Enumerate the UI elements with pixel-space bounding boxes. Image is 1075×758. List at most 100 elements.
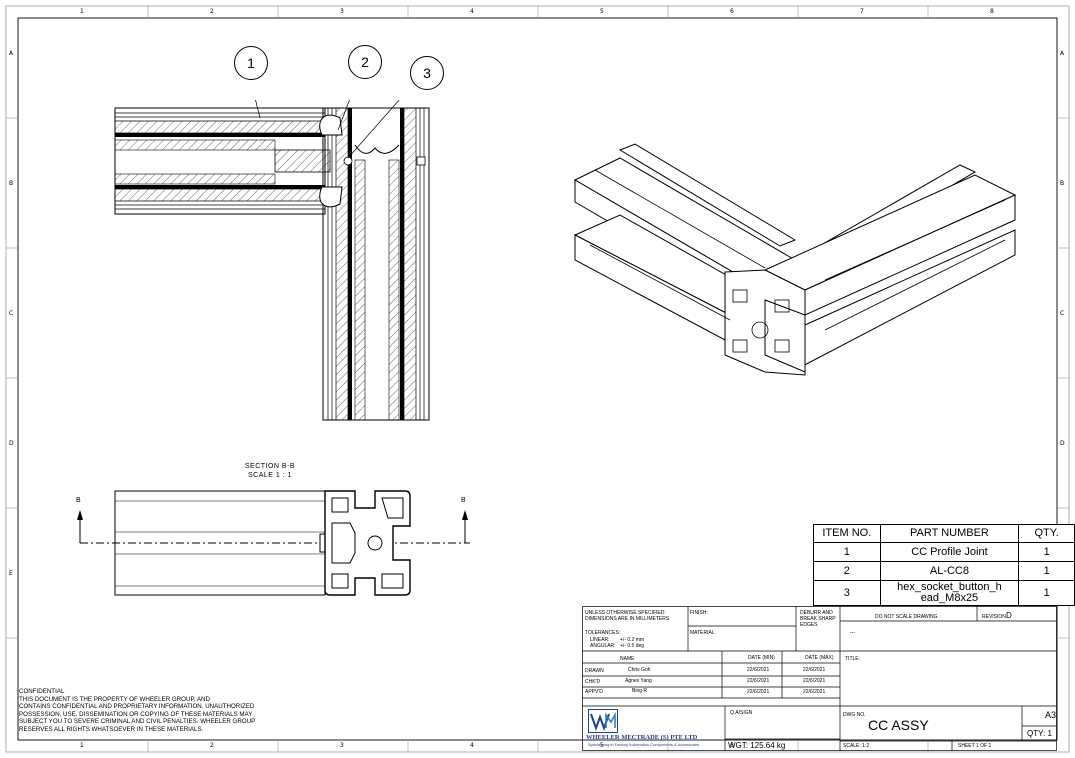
section-bb-view xyxy=(77,490,470,596)
confidential-line: SUBJECT YOU TO SEVERE CRIMINAL AND CIVIL… xyxy=(19,718,256,725)
signoff-date-max: 22/6/2021 xyxy=(803,678,826,684)
confidential-note: CONFIDENTIAL THIS DOCUMENT IS THE PROPER… xyxy=(19,688,289,733)
bom-part-number: AL-CC8 xyxy=(879,561,1020,581)
bill-of-materials: ITEM NO. PART NUMBER QTY. 1 CC Profile J… xyxy=(813,524,1075,606)
section-marker-right: B xyxy=(461,497,466,504)
bom-qty: 1 xyxy=(1018,580,1075,606)
signoff-name: Chris Goh xyxy=(628,667,651,673)
angular-value: +/- 0.5 deg xyxy=(620,643,645,649)
bom-header-part: PART NUMBER xyxy=(879,524,1020,543)
signoff-name: Agnes Yang xyxy=(625,678,652,684)
dwg-no-label: DWG NO. xyxy=(843,712,866,718)
signoff-date-max: 22/6/2021 xyxy=(803,667,826,673)
deburr-label: DEBURR AND BREAK SHARP EDGES xyxy=(800,610,836,628)
confidential-line: RESERVES ALL RIGHTS WHATSOEVER IN THESE … xyxy=(19,725,204,733)
revision-label: REVISION xyxy=(982,614,1006,620)
signoff-name: Bing R xyxy=(632,688,648,694)
date-min-header: DATE (MIN) xyxy=(748,655,775,661)
zone-label-bottom: 6 xyxy=(730,742,734,749)
section-view-title: SECTION B-B SCALE 1 : 1 xyxy=(225,462,315,480)
title-block-frame xyxy=(582,606,1057,751)
bom-part-number: CC Profile Joint xyxy=(879,542,1020,562)
bom-item-no: 3 xyxy=(813,580,881,606)
zone-label-top: 1 xyxy=(80,8,84,15)
zone-label-side: A xyxy=(1060,50,1065,57)
bom-item-no: 1 xyxy=(813,542,881,562)
zone-label-side: B xyxy=(9,180,14,187)
table-row: 1 CC Profile Joint 1 xyxy=(813,542,1075,562)
zone-label-top: 4 xyxy=(470,8,474,15)
signoff-role: CHK'D xyxy=(585,679,601,685)
zone-label-bottom: 4 xyxy=(470,742,474,749)
section-marker-left: B xyxy=(76,497,81,504)
date-max-header: DATE (MAX) xyxy=(805,655,834,661)
linear-value: +/- 0.2 mm xyxy=(620,637,645,643)
zone-label-bottom: 2 xyxy=(210,742,214,749)
zone-label-side: B xyxy=(1060,180,1065,187)
zone-label-top: 2 xyxy=(210,8,214,15)
weight-label: WGT: 125.64 kg xyxy=(728,741,786,750)
confidential-line: CONTAINS CONFIDENTIAL AND PROPRIETARY IN… xyxy=(19,703,255,710)
material-label: MATERIAL xyxy=(690,630,715,636)
sheet-size: A3 xyxy=(1045,710,1057,720)
zone-label-side: E xyxy=(9,570,13,577)
zone-label-side: D xyxy=(1060,440,1065,447)
table-row: 2 AL-CC8 1 xyxy=(813,561,1075,581)
bom-qty: 1 xyxy=(1018,561,1075,581)
corner-plan-view xyxy=(114,100,430,421)
linear-label: LINEAR: xyxy=(590,637,610,643)
company-name: WHEELER MECTRADE (S) PTE LTD xyxy=(586,734,698,741)
zone-label-top: 7 xyxy=(860,8,864,15)
signoff-date-min: 22/6/2021 xyxy=(747,667,770,673)
table-row: 3 hex_socket_button_h ead_M8x25 1 xyxy=(813,580,1075,606)
zone-label-bottom: 3 xyxy=(340,742,344,749)
zone-label-side: A xyxy=(9,50,14,57)
section-scale: SCALE 1 : 1 xyxy=(247,472,293,479)
scale-label: SCALE: 1:2 xyxy=(843,743,870,749)
confidential-line: THIS DOCUMENT IS THE PROPERTY OF WHEELER… xyxy=(19,695,210,703)
qa-sign-label: Q.A/SIGN xyxy=(730,710,753,716)
zone-label-top: 8 xyxy=(990,8,994,15)
dims-note: UNLESS OTHERWISE SPECIFIED: DIMENSIONS A… xyxy=(585,610,670,622)
zone-label-side: C xyxy=(1060,310,1065,317)
zone-label-side: D xyxy=(9,440,14,447)
bom-part-number: hex_socket_button_h ead_M8x25 xyxy=(879,580,1020,606)
balloon-item-2: 2 xyxy=(348,45,382,79)
zone-label-bottom: 1 xyxy=(80,742,84,749)
confidential-line: POSSESSION, USE, DISSEMINATION OR COPYIN… xyxy=(19,710,253,718)
bom-item-no: 2 xyxy=(813,561,881,581)
signoff-date-min: 22/6/2021 xyxy=(747,689,770,695)
balloon-item-3: 3 xyxy=(410,56,444,90)
deburr-value: --- xyxy=(850,630,855,636)
signoff-role: APPV'D xyxy=(585,689,603,695)
name-header: NAME xyxy=(620,656,635,662)
confidential-heading: CONFIDENTIAL xyxy=(19,688,65,695)
zone-label-top: 5 xyxy=(600,8,604,15)
bom-header-qty: QTY. xyxy=(1018,524,1075,543)
revision-value: D xyxy=(1006,611,1012,620)
sheet-number-label: SHEET 1 OF 1 xyxy=(958,743,992,749)
title-label: TITLE: xyxy=(845,656,861,662)
finish-label: FINISH: xyxy=(690,610,708,616)
bom-header-row: ITEM NO. PART NUMBER QTY. xyxy=(813,524,1075,543)
drawing-title: CC ASSY xyxy=(868,717,929,733)
company-tagline: Specializing in Factory Automation Compo… xyxy=(588,742,700,747)
section-label: SECTION B-B xyxy=(244,463,296,470)
angular-label: ANGULAR: xyxy=(590,643,616,649)
signoff-role: DRAWN xyxy=(585,668,604,674)
quantity-label: QTY: 1 xyxy=(1027,729,1052,738)
bom-header-item: ITEM NO. xyxy=(813,524,881,543)
company-logo xyxy=(588,709,618,733)
zone-label-bottom: 5 xyxy=(600,742,604,749)
zone-label-top: 6 xyxy=(730,8,734,15)
zone-label-top: 3 xyxy=(340,8,344,15)
bom-qty: 1 xyxy=(1018,542,1075,562)
signoff-date-min: 22/6/2021 xyxy=(747,678,770,684)
do-not-scale-note: DO NOT SCALE DRAWING xyxy=(875,614,938,620)
balloon-item-1: 1 xyxy=(234,46,268,80)
tolerances-label: TOLERANCES: xyxy=(585,630,621,636)
isometric-assembly-view xyxy=(573,143,1017,376)
zone-label-side: C xyxy=(9,310,14,317)
